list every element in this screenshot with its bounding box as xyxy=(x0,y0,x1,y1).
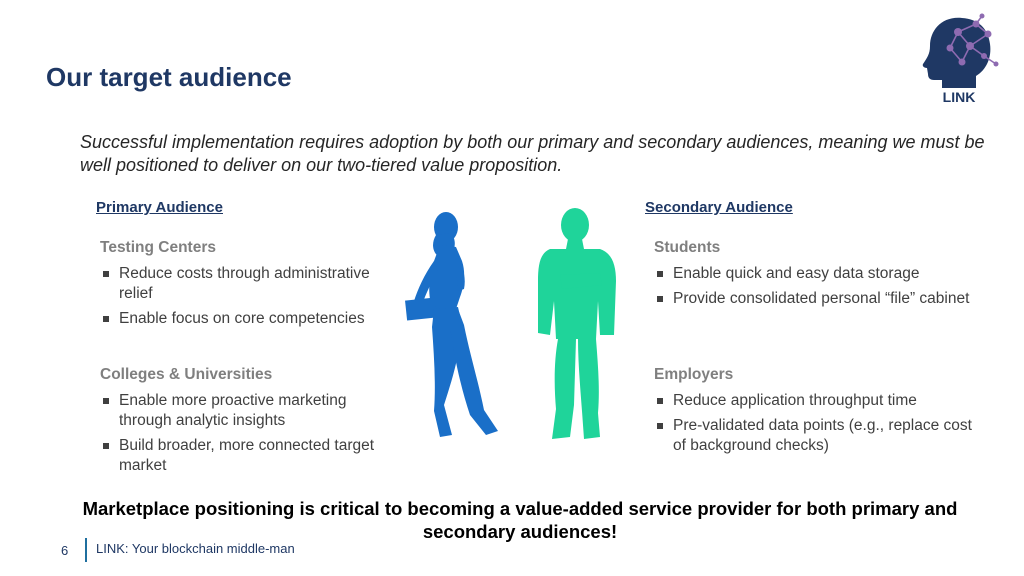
group-title: Employers xyxy=(654,366,734,383)
list-item: Reduce costs through administrative reli… xyxy=(100,264,380,304)
logo-text: LINK xyxy=(943,89,976,104)
list-item: Enable quick and easy data storage xyxy=(654,264,974,284)
footer-divider xyxy=(85,538,87,562)
businesswoman-silhouette-icon xyxy=(405,212,498,437)
group-title: Students xyxy=(654,239,721,256)
footer-text: LINK: Your blockchain middle-man xyxy=(96,541,295,556)
list-item: Provide consolidated personal “file” cab… xyxy=(654,289,974,309)
slide-title: Our target audience xyxy=(46,62,292,92)
list-item: Build broader, more connected target mar… xyxy=(100,436,390,476)
audience-figures xyxy=(405,208,616,439)
employers-group: Employers Reduce application throughput … xyxy=(654,365,984,461)
head-network-logo-icon: LINK xyxy=(922,13,999,104)
primary-audience-heading: Primary Audience xyxy=(96,199,223,216)
intro-text: Successful implementation requires adopt… xyxy=(80,132,985,175)
businessman-silhouette-icon xyxy=(538,208,616,439)
students-group: Students Enable quick and easy data stor… xyxy=(654,238,974,314)
list-item: Pre-validated data points (e.g., replace… xyxy=(654,416,984,456)
page-number: 6 xyxy=(61,543,69,558)
colleges-group: Colleges & Universities Enable more proa… xyxy=(100,365,390,481)
secondary-audience-heading: Secondary Audience xyxy=(645,199,793,216)
list-item: Reduce application throughput time xyxy=(654,391,984,411)
closing-statement: Marketplace positioning is critical to b… xyxy=(82,498,958,542)
group-title: Colleges & Universities xyxy=(100,366,273,383)
group-title: Testing Centers xyxy=(100,239,216,256)
testing-centers-group: Testing Centers Reduce costs through adm… xyxy=(100,238,380,334)
list-item: Enable more proactive marketing through … xyxy=(100,391,390,431)
list-item: Enable focus on core competencies xyxy=(100,309,380,329)
